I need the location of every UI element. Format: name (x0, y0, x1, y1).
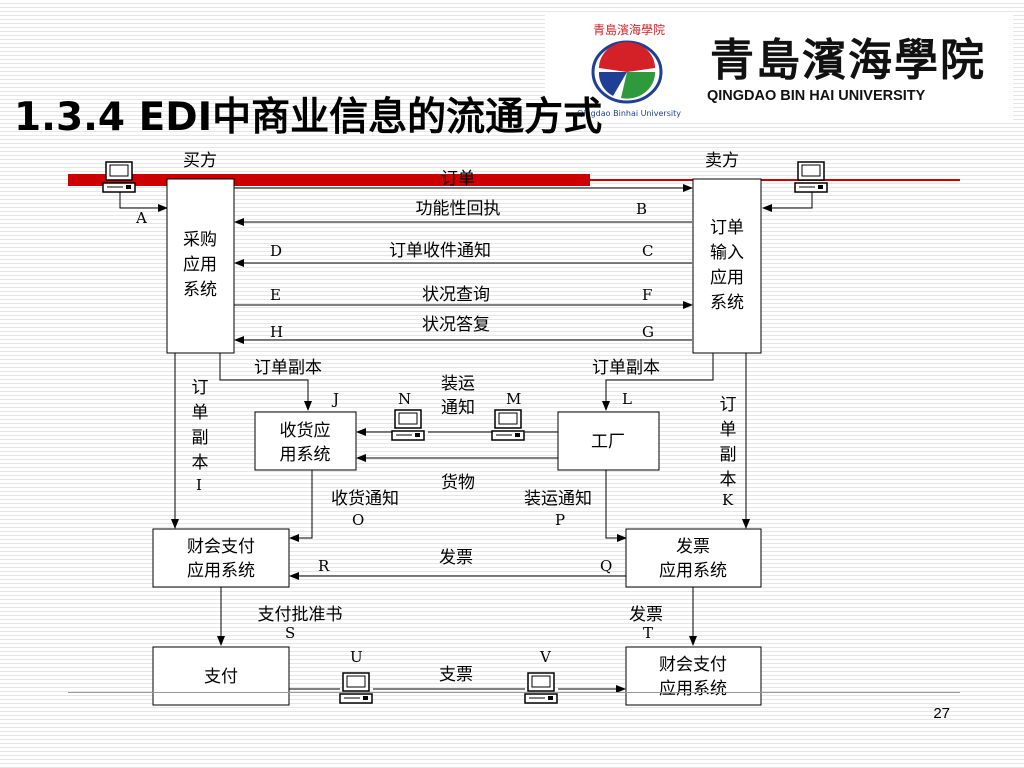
letter-q: Q (600, 557, 612, 575)
page-number: 27 (933, 705, 950, 722)
letter-r: R (318, 557, 330, 575)
finance-seller-box (625, 646, 762, 706)
m-computer-icon (491, 409, 525, 441)
shipping-notice-top-2: 通知 (441, 398, 475, 418)
invoice-msg-label: 发票 (439, 548, 473, 568)
v-computer-icon (524, 672, 558, 704)
university-english-name: QINGDAO BIN HAI UNIVERSITY (707, 88, 926, 104)
invoice-doc-label: 发票 (629, 605, 663, 625)
letter-g: G (642, 323, 654, 341)
order-copy-i-1: 订 (192, 378, 209, 398)
letter-f: F (642, 286, 652, 304)
letter-o: O (352, 511, 364, 529)
order-copy-left-label: 订单副本 (254, 358, 322, 378)
buyer-label: 买方 (183, 151, 217, 171)
receipt-notice-arrow (289, 470, 313, 542)
order-entry-label-3: 应用 (710, 268, 744, 288)
cheque-label: 支票 (439, 665, 473, 685)
purchase-label-1: 采购 (183, 230, 217, 250)
shipping-notice-arrow (605, 470, 627, 542)
letter-k: K (722, 491, 734, 509)
finance-seller-label-1: 财会支付 (659, 655, 727, 675)
shipping-notice-top-1: 装运 (441, 374, 475, 394)
emblem-chinese-text: 青島濱海學院 (593, 22, 665, 37)
letter-v: V (539, 648, 552, 666)
university-logo: 青島濱海學院 Qingdao Binhai University 青島濱海學院 … (545, 14, 1013, 122)
order-copy-k-3: 副 (720, 445, 737, 465)
invoice-label-1: 发票 (676, 537, 710, 557)
order-entry-label-1: 订单 (710, 218, 744, 238)
status-reply-label: 状况答复 (422, 315, 490, 335)
payment-box (152, 646, 290, 706)
receipt-notice-label: 收货通知 (331, 489, 399, 509)
footer-divider (68, 692, 960, 693)
order-entry-system-box (692, 178, 762, 354)
letter-m: M (506, 390, 521, 408)
seller-computer-icon (794, 161, 828, 193)
letter-c: C (642, 242, 653, 260)
purchase-system-box (166, 178, 235, 354)
letter-b: B (636, 200, 647, 218)
order-copy-k-2: 单 (720, 420, 737, 440)
pay-approval-label: 支付批准书 (258, 605, 343, 625)
university-chinese-name: 青島濱海學院 (710, 35, 986, 86)
order-copy-j-arrow (219, 353, 312, 411)
buyer-computer-icon (102, 161, 136, 193)
payment-label: 支付 (204, 667, 238, 687)
letter-h: H (270, 323, 283, 341)
order-copy-l-arrow (602, 353, 714, 411)
invoice-label-2: 应用系统 (659, 561, 727, 581)
receiving-label-2: 用系统 (280, 445, 331, 465)
order-copy-k-1: 订 (720, 395, 737, 415)
letter-s: S (285, 624, 295, 642)
goods-label: 货物 (441, 473, 475, 493)
finance-buyer-label-1: 财会支付 (187, 537, 255, 557)
a-connector (119, 192, 168, 212)
order-copy-i-3: 副 (192, 428, 209, 448)
letter-t: T (643, 624, 653, 642)
shipping-notice-label: 装运通知 (524, 489, 592, 509)
factory-label: 工厂 (591, 432, 625, 452)
letter-i: I (196, 476, 202, 494)
order-entry-label-4: 系统 (710, 293, 744, 313)
receiving-system-box (254, 411, 357, 471)
letter-d: D (270, 242, 282, 260)
func-receipt-label: 功能性回执 (416, 199, 501, 219)
letter-j: J (331, 390, 339, 408)
order-label: 订单 (441, 169, 475, 189)
order-copy-i-4: 本 (192, 453, 209, 473)
finance-seller-label-2: 应用系统 (659, 679, 727, 699)
finance-buyer-label-2: 应用系统 (187, 561, 255, 581)
factory-box (557, 411, 660, 471)
letter-n: N (398, 390, 411, 408)
university-emblem-icon: 青島濱海學院 Qingdao Binhai University (577, 22, 681, 118)
seller-label: 卖方 (705, 151, 739, 171)
receiving-label-1: 收货应 (280, 421, 331, 441)
letter-a: A (135, 209, 147, 227)
title-accent-line (590, 179, 960, 181)
order-copy-right-label: 订单副本 (592, 358, 660, 378)
order-ack-label: 订单收件通知 (389, 241, 491, 261)
order-copy-i-2: 单 (192, 403, 209, 423)
order-copy-k-4: 本 (720, 470, 737, 490)
order-entry-label-2: 输入 (710, 243, 744, 263)
status-query-label: 状况查询 (422, 285, 490, 305)
n-computer-icon (391, 409, 425, 441)
letter-e: E (270, 286, 281, 304)
letter-l: L (622, 390, 632, 408)
purchase-label-2: 应用 (183, 255, 217, 275)
u-computer-icon (339, 672, 373, 704)
emblem-english-text: Qingdao Binhai University (577, 109, 681, 118)
purchase-label-3: 系统 (183, 280, 217, 300)
seller-connector (762, 192, 813, 212)
invoice-system-box (625, 528, 762, 588)
letter-p: P (555, 511, 565, 529)
slide-title: 1.3.4 EDI中商业信息的流通方式 (14, 95, 603, 140)
letter-u: U (350, 648, 363, 666)
